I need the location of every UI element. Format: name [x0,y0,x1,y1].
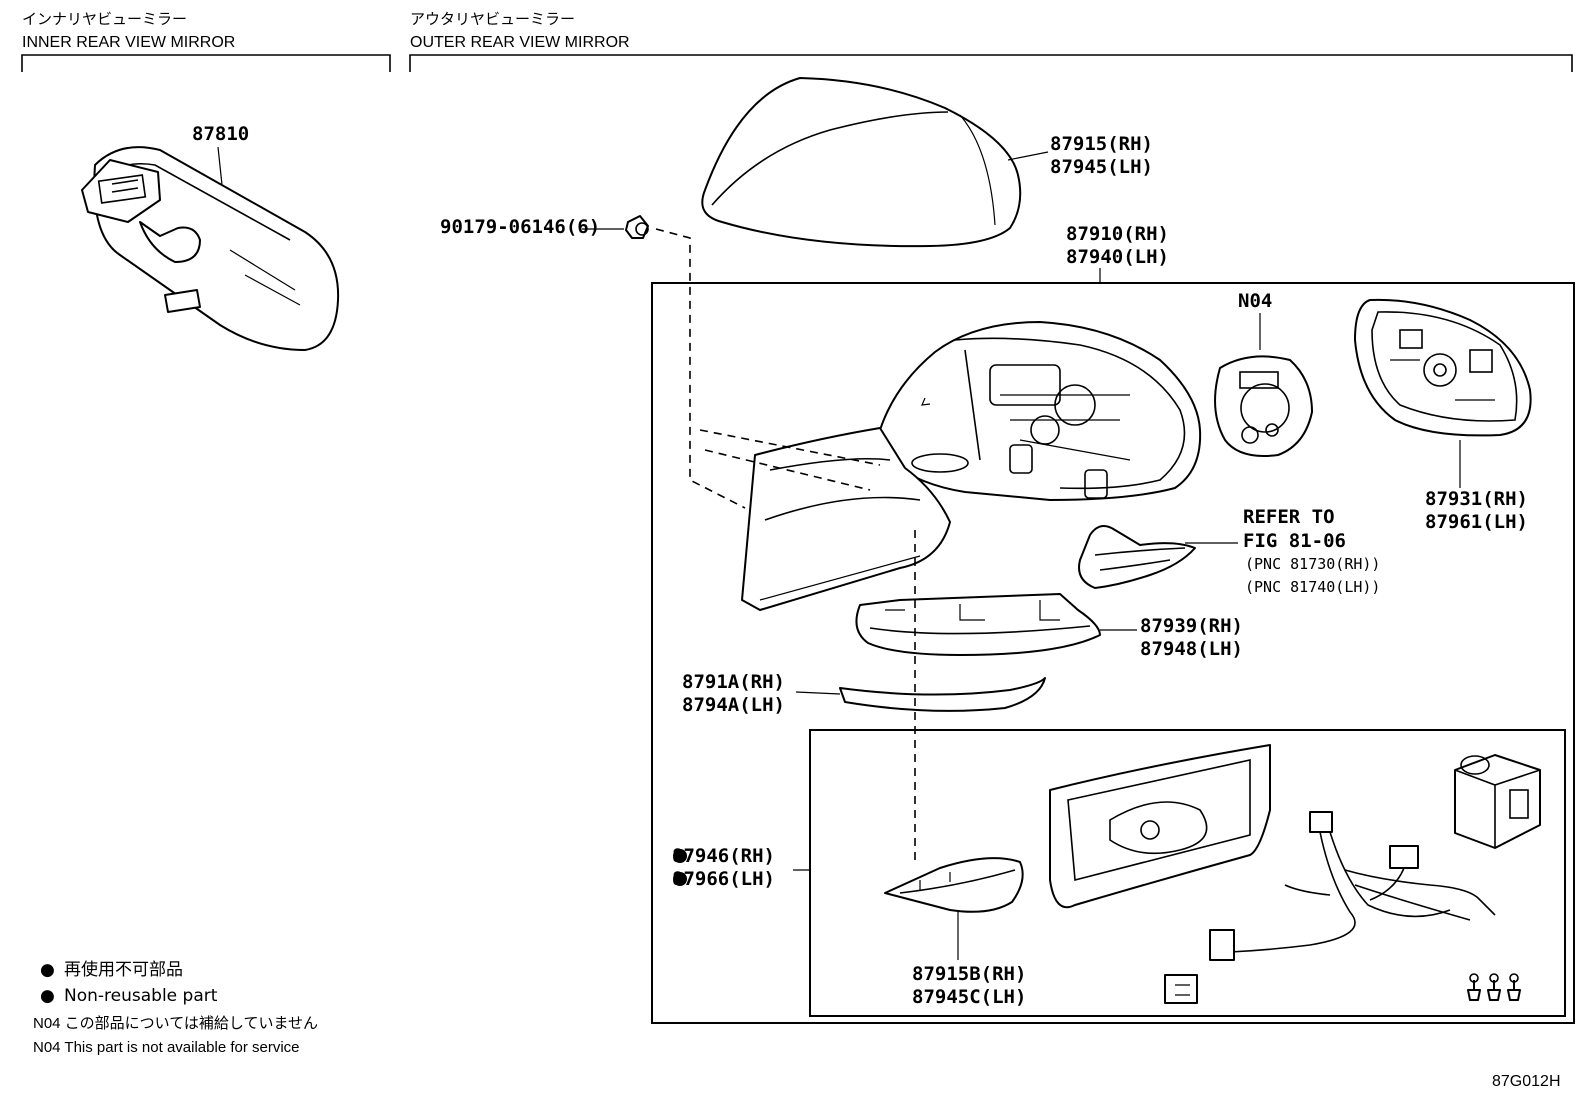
label-87810: 87810 [192,123,249,145]
inner-section-title-jp: インナリヤビューミラー [22,10,187,28]
label-87915b-rh: 87915B(RH) [912,963,1026,985]
label-87939-rh: 87939(RH) [1140,615,1243,637]
turn-signal-lamp-illustration [1078,525,1196,589]
wire-harness-illustration [1164,811,1496,1004]
legend-nonreusable-jp: 再使用不可部品 [64,959,183,980]
leader-8791a [795,691,841,695]
dash-screw [655,228,746,509]
legend-n04-jp: N04 この部品については補給していません [33,1015,318,1032]
nonreuse-dot-87946 [673,849,687,863]
outer-section-title-jp: アウタリヤビューミラー [410,10,575,28]
assembly-box [651,282,1575,1024]
label-87946-rh: 87946(RH) [672,845,775,867]
mirror-housing-illustration [877,321,1202,501]
label-87910-rh: 87910(RH) [1066,223,1169,245]
figure-id: 87G012H [1492,1073,1561,1090]
label-87945c-lh: 87945C(LH) [912,986,1026,1008]
label-87940-lh: 87940(LH) [1066,246,1169,268]
label-87915-rh: 87915(RH) [1050,133,1153,155]
label-n04: N04 [1238,290,1272,312]
inner-mirror-illustration [81,146,340,351]
dash-left-1 [699,429,881,466]
label-87948-lh: 87948(LH) [1140,638,1243,660]
mirror-glass-illustration [741,427,951,611]
mounting-plate-illustration [1049,744,1271,909]
label-refer-to: REFER TO [1243,506,1335,528]
leader-87810 [217,146,223,186]
screw-icon [625,215,649,239]
legend-dot-1: ● [40,960,55,980]
outer-section-bracket [409,54,1573,72]
screws-icon [1467,973,1521,1001]
label-87966-lh: 87966(LH) [672,868,775,890]
actuator-n04-illustration [1214,355,1313,457]
legend-dot-2: ● [40,986,55,1006]
mirror-backing-illustration [1354,298,1532,437]
leader-87915 [1007,151,1049,161]
outer-section-title-en: OUTER REAR VIEW MIRROR [410,34,630,51]
legend-n04-en: N04 This part is not available for servi… [33,1039,300,1056]
motor-unit-illustration [1454,754,1541,849]
inner-section-title-en: INNER REAR VIEW MIRROR [22,34,235,51]
label-87961-lh: 87961(LH) [1425,511,1528,533]
inner-section-bracket [21,54,391,72]
label-90179: 90179-06146(6) [440,216,600,238]
nonreuse-dot-87966 [673,872,687,886]
lower-cover-illustration [855,593,1101,656]
label-fig-81-06: FIG 81-06 [1243,530,1346,552]
label-pnc-81740: (PNC 81740(LH)) [1245,578,1380,596]
label-87945-lh: 87945(LH) [1050,156,1153,178]
label-87931-rh: 87931(RH) [1425,488,1528,510]
label-pnc-81730: (PNC 81730(RH)) [1245,555,1380,573]
label-8794a-lh: 8794A(LH) [682,694,785,716]
lower-trim-illustration [884,857,1024,913]
label-8791a-rh: 8791A(RH) [682,671,785,693]
sub-assembly-box [809,729,1566,1017]
dash-left-2 [704,449,871,491]
garnish-strip-illustration [839,677,1046,712]
mirror-cover-illustration [701,77,1022,248]
legend-nonreusable-en: Non-reusable part [64,986,218,1006]
